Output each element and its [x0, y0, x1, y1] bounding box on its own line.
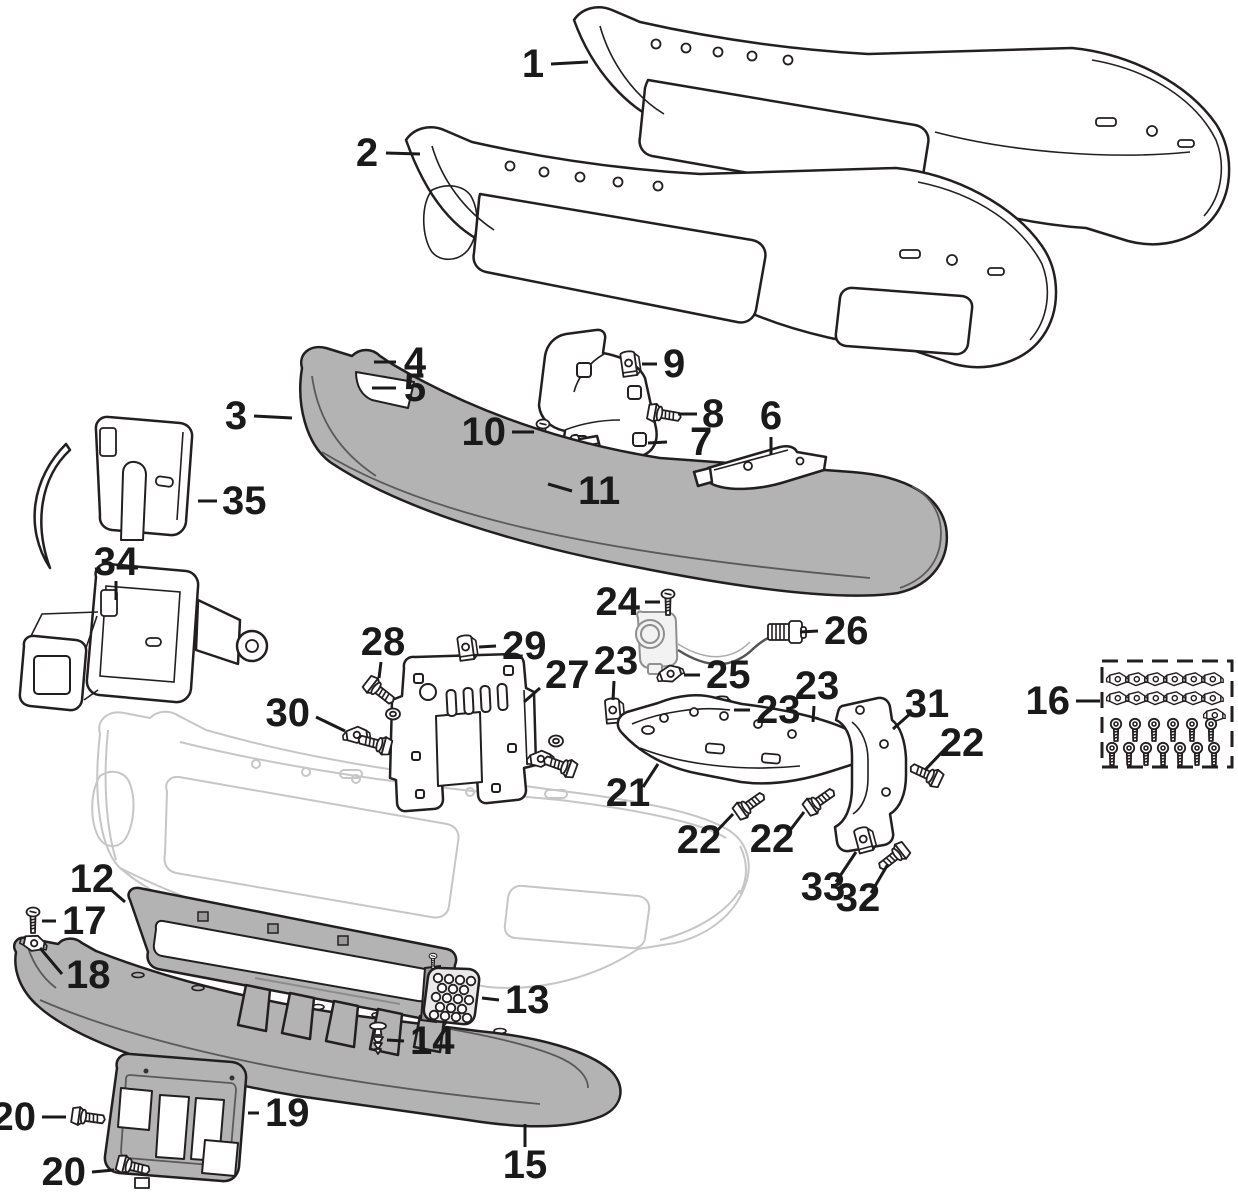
callout-30: 30	[266, 691, 311, 735]
leader-c23c	[811, 705, 816, 723]
callout-23c: 23	[795, 664, 840, 708]
callout-33: 33	[801, 865, 846, 909]
callout-22c: 22	[750, 817, 795, 861]
part-19-license-plate-bracket	[103, 1052, 248, 1189]
install-direction-arrow	[33, 442, 72, 570]
callout-6: 6	[760, 394, 782, 438]
callout-23b: 23	[756, 688, 801, 732]
leader-c26	[799, 629, 819, 634]
leader-c2	[385, 151, 421, 156]
leader-c32	[869, 863, 890, 894]
callout-25: 25	[706, 653, 751, 697]
leader-c31	[892, 711, 912, 731]
callout-21: 21	[606, 771, 651, 815]
callout-15: 15	[503, 1143, 548, 1187]
callout-18: 18	[66, 953, 111, 997]
callout-22b: 22	[677, 818, 722, 862]
part-31-end-bracket	[833, 696, 908, 853]
callout-5: 5	[404, 366, 426, 410]
callout-20a: 20	[0, 1095, 36, 1139]
part-3-bumper-cover	[299, 345, 949, 597]
leader-lines	[38, 60, 1100, 1174]
part-22-bolt-middle	[800, 782, 840, 819]
part-20-screw-upper	[69, 1105, 107, 1130]
leader-c22c	[786, 811, 806, 834]
callout-35: 35	[222, 479, 267, 523]
callout-23a: 23	[594, 639, 639, 683]
washer-right	[548, 734, 564, 748]
leader-c20b	[91, 1168, 115, 1174]
leader-c1	[550, 60, 589, 66]
leader-c13	[481, 996, 500, 1002]
hardware-kit-box	[1100, 659, 1234, 769]
washer-left	[385, 707, 401, 721]
leader-c11	[547, 482, 573, 493]
callout-4: 4	[404, 340, 427, 384]
callout-11: 11	[578, 469, 620, 513]
callout-32: 32	[836, 876, 881, 920]
callout-34: 34	[94, 540, 139, 584]
leader-c30	[315, 715, 346, 733]
mesh-cells	[428, 972, 477, 1024]
hardware-kit-clip-nuts	[1105, 672, 1226, 723]
leader-c22a	[923, 747, 947, 772]
callout-13: 13	[505, 978, 550, 1022]
part-6-side-bracket	[692, 444, 828, 491]
callout-2: 2	[356, 131, 378, 175]
callout-20b: 20	[42, 1150, 87, 1192]
leader-c14	[386, 1038, 405, 1043]
leader-c7	[647, 440, 668, 445]
callout-10: 10	[462, 410, 507, 454]
callout-8: 8	[702, 392, 724, 436]
callout-31: 31	[905, 682, 950, 726]
part-13-mesh-insert	[419, 952, 481, 1026]
leader-c18	[38, 947, 64, 975]
part-35-hitch-cover	[94, 415, 194, 541]
callout-labels: 1 2 3 4 5 6 7 8 9 10 11 12 13 14 15 16 1…	[0, 42, 1070, 1192]
leader-c33	[834, 851, 858, 883]
leader-c29	[478, 644, 497, 649]
part-2-front-bumper-face-fog	[404, 126, 1058, 369]
leader-c28	[377, 661, 383, 679]
callout-29: 29	[502, 624, 547, 668]
leader-c3	[253, 414, 293, 420]
part-26-connector-plug	[767, 620, 807, 644]
callout-7: 7	[690, 420, 712, 464]
leader-c23a	[611, 680, 616, 701]
part-21-outer-bracket	[616, 694, 872, 785]
leader-c22b	[712, 812, 735, 836]
leader-c12	[108, 886, 126, 904]
part-34-hitch-receiver	[18, 562, 269, 712]
leader-c27	[523, 686, 541, 704]
callout-12: 12	[70, 857, 115, 901]
callout-22a: 22	[940, 721, 985, 765]
callout-16: 16	[1026, 679, 1071, 723]
parking-sensor-assembly	[635, 610, 780, 675]
callout-26: 26	[824, 609, 869, 653]
part-17-screw	[25, 906, 41, 934]
leader-c21	[641, 763, 660, 788]
part-9-u-clip	[619, 349, 643, 378]
callout-24: 24	[596, 580, 641, 624]
callout-1: 1	[522, 42, 544, 86]
part-16-hardware-kit	[1100, 659, 1234, 769]
callout-9: 9	[663, 342, 685, 386]
callout-19: 19	[265, 1091, 310, 1135]
callout-28: 28	[361, 620, 406, 664]
callout-14: 14	[410, 1019, 455, 1063]
callout-27: 27	[545, 653, 590, 697]
hardware-kit-bolts	[1105, 717, 1221, 766]
part-29-u-clip	[456, 633, 480, 662]
callout-3: 3	[225, 394, 247, 438]
callout-17: 17	[62, 899, 107, 943]
part-15-lower-valance	[12, 936, 622, 1128]
